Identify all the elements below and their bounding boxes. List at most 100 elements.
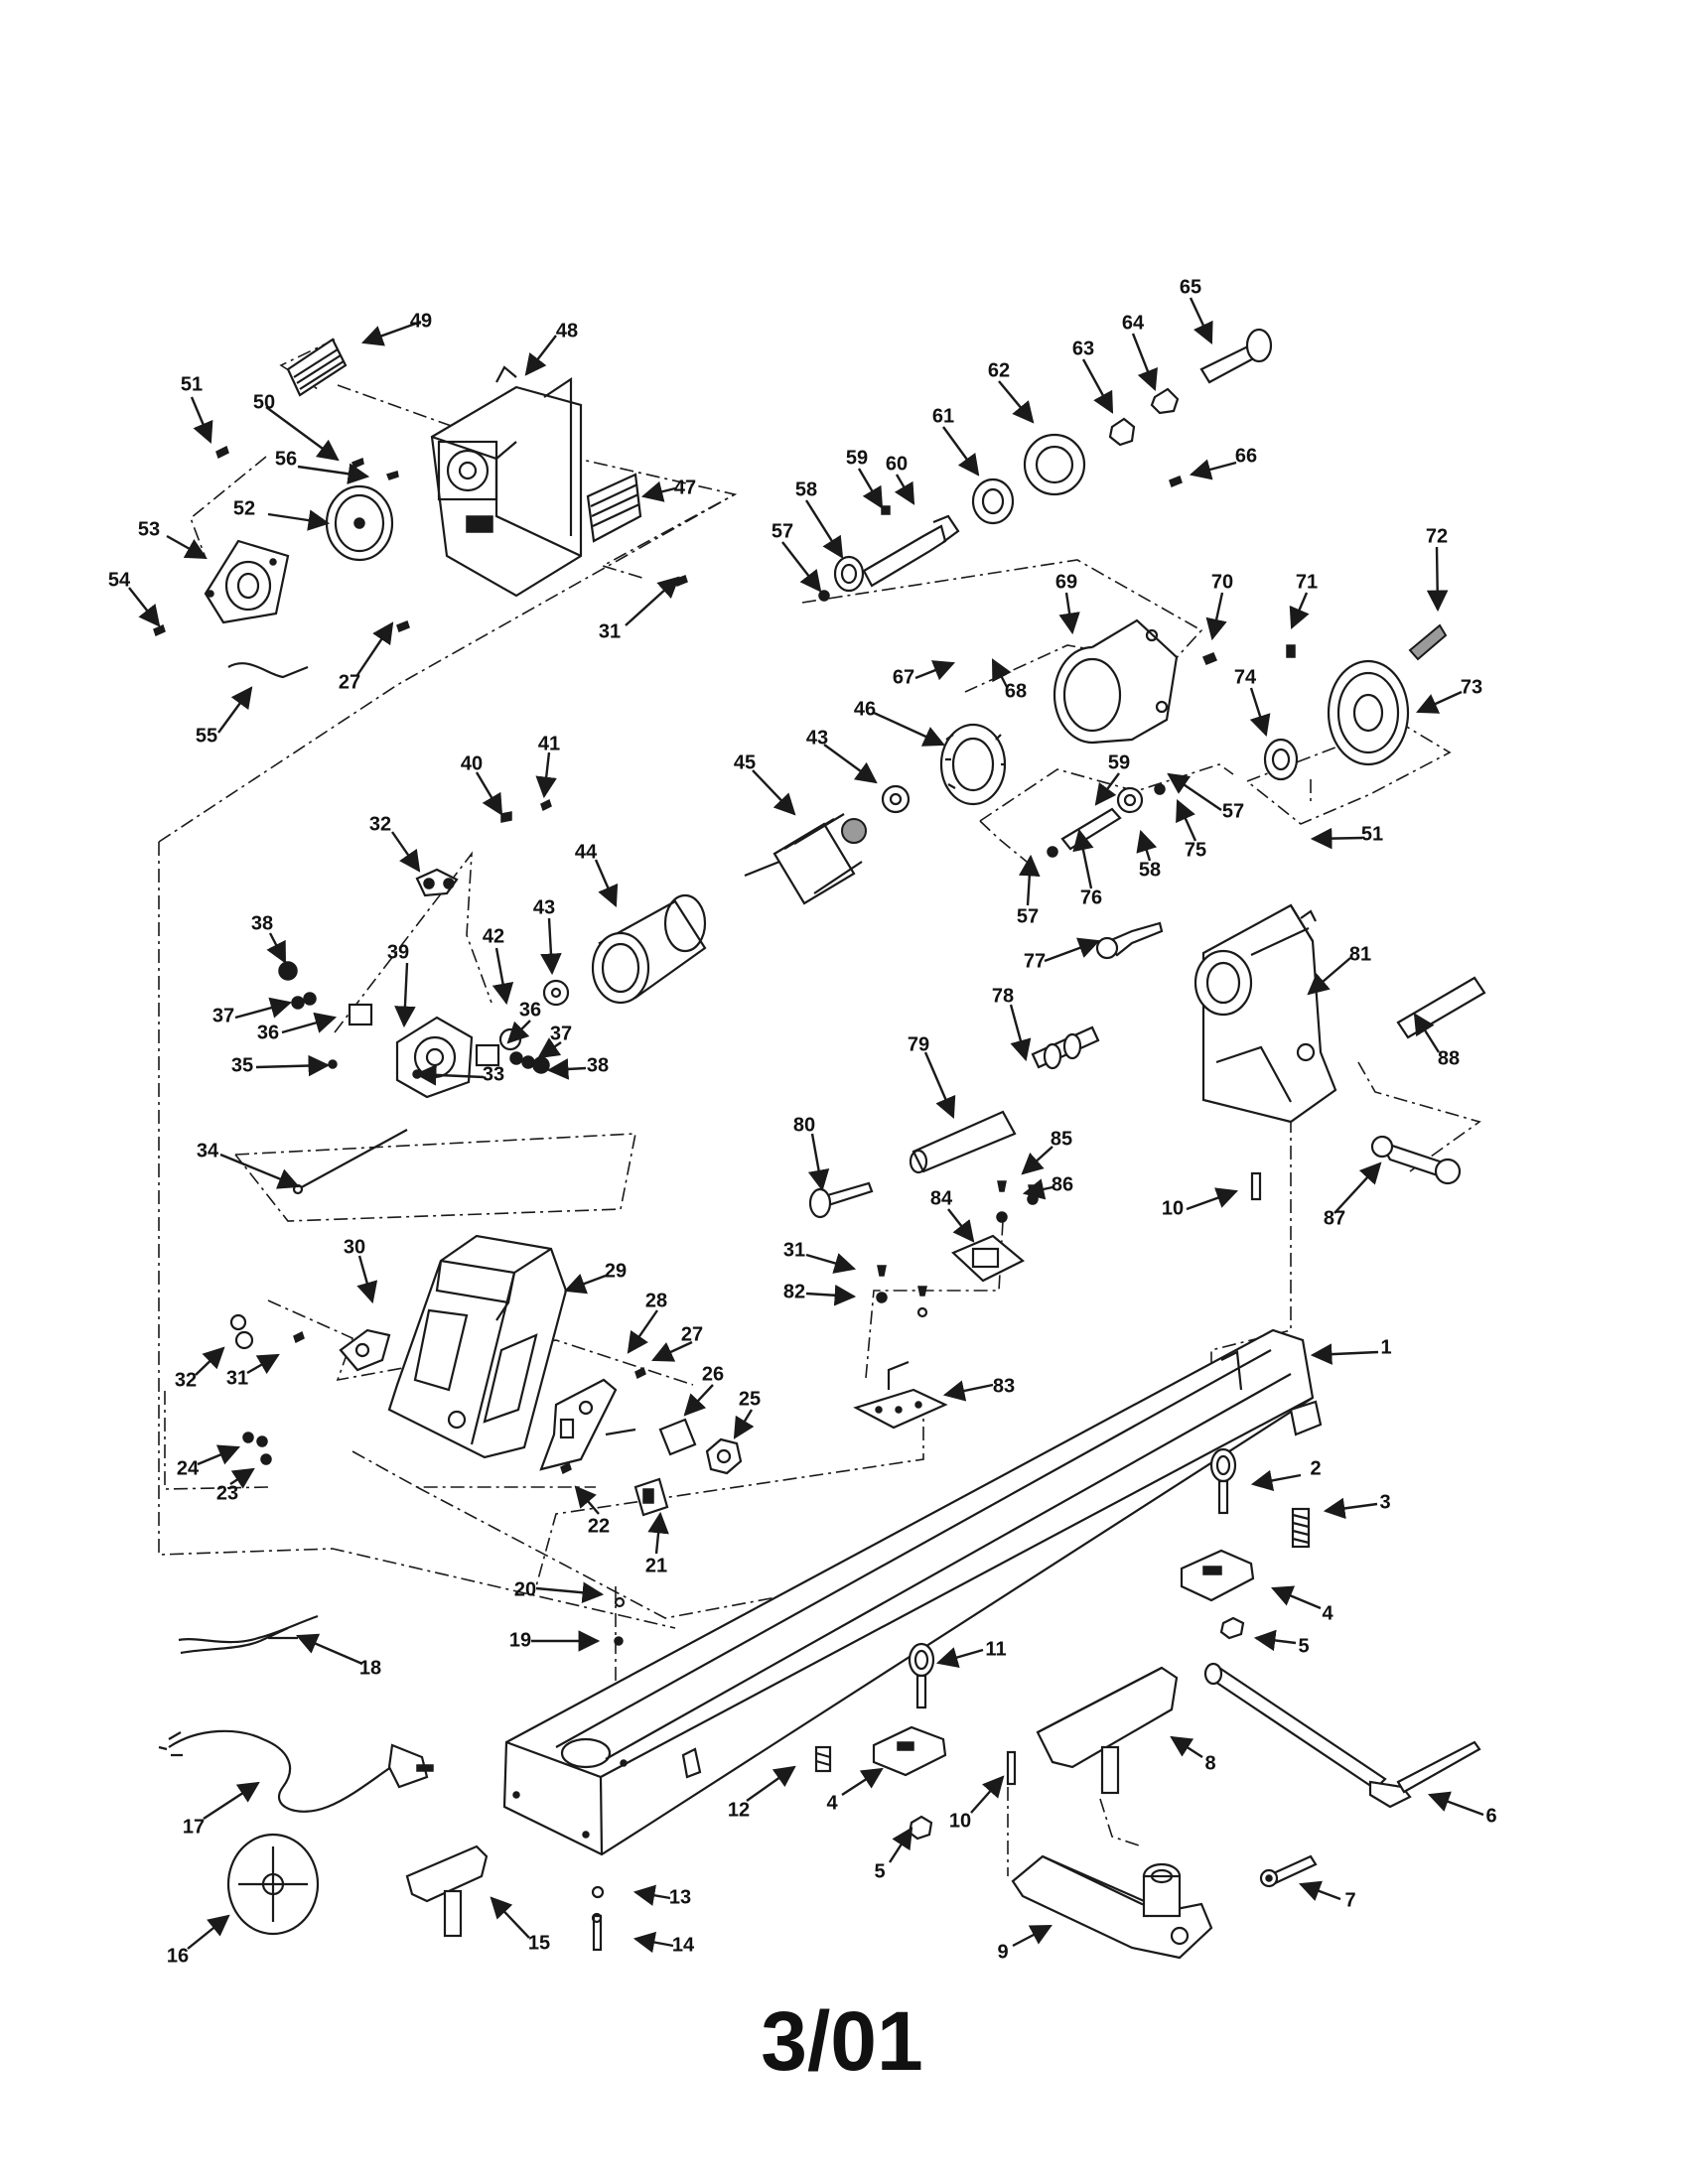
switch-plate-28: [539, 1378, 618, 1471]
callout-arrow: [683, 1384, 714, 1417]
callout-arrow: [804, 499, 844, 559]
callout-arrow: [1072, 828, 1094, 889]
callout-arrow: [391, 831, 421, 873]
motor-housing-44: [591, 893, 707, 1005]
eye-bolt-2: [1209, 1447, 1237, 1515]
callout-arrow: [942, 426, 980, 477]
callout-label: 47: [674, 477, 696, 498]
callout-label: 52: [233, 497, 255, 519]
screw-19: [614, 1636, 624, 1646]
callout-label: 14: [672, 1934, 695, 1956]
callout-arrow: [128, 587, 161, 627]
callout-label: 81: [1349, 943, 1371, 965]
callout-label: 4: [1322, 1602, 1333, 1624]
callout-arrow: [805, 1253, 857, 1274]
callout-arrow: [632, 1884, 671, 1906]
callout-arrow: [1250, 1469, 1302, 1492]
callout-arrow: [1310, 1343, 1379, 1365]
callout-arrow: [935, 1647, 984, 1668]
callout-label: 74: [1234, 666, 1257, 688]
callout-label: 82: [783, 1281, 805, 1302]
callout-label: 55: [196, 725, 217, 747]
callout-arrow: [1022, 1178, 1053, 1200]
callout-arrow: [823, 744, 878, 784]
washer-13: [591, 1885, 605, 1899]
callout-arrow: [1310, 827, 1363, 850]
callout-arrow: [888, 1827, 913, 1863]
callout-label: 35: [231, 1054, 253, 1076]
callout-label: 60: [886, 453, 908, 475]
callout-label: 24: [177, 1457, 200, 1479]
callout-arrow: [356, 621, 394, 676]
callout-label: 12: [728, 1799, 750, 1821]
callout-label: 68: [1005, 680, 1027, 702]
callout-arrow: [197, 1444, 240, 1466]
callout-arrow: [475, 771, 503, 816]
callout-label: 38: [587, 1054, 609, 1076]
vent-plate-47: [586, 473, 642, 543]
callout-arrow: [266, 932, 287, 964]
callout-label: 58: [1139, 859, 1161, 881]
callout-arrow: [281, 1012, 338, 1034]
callout-arrow: [1167, 772, 1222, 811]
callout-arrow: [1044, 937, 1101, 963]
callout-arrow: [1189, 297, 1213, 344]
callout-label: 18: [359, 1657, 381, 1679]
knob-25: [705, 1437, 743, 1475]
clamp-plate-4-right: [1180, 1549, 1255, 1602]
bearing-43-upper: [881, 784, 911, 814]
callout-label: 13: [669, 1886, 691, 1908]
callout-arrow: [535, 1581, 605, 1603]
callout-arrow: [1019, 854, 1041, 906]
callout-label: 67: [893, 666, 914, 688]
callout-label: 75: [1185, 839, 1206, 861]
callout-label: 58: [795, 478, 817, 500]
callout-arrow: [491, 947, 514, 1006]
callout-arrow: [296, 1633, 363, 1666]
callout-arrow: [857, 468, 884, 509]
spring-12: [814, 1745, 832, 1773]
callout-arrow: [1271, 1585, 1322, 1610]
callout-label: 3: [1379, 1491, 1390, 1513]
callout-label: 5: [874, 1860, 885, 1882]
callout-label: 15: [528, 1932, 550, 1954]
ram-88: [1396, 976, 1486, 1039]
callout-arrow: [414, 1064, 485, 1086]
callout-label: 22: [588, 1515, 610, 1537]
switch-fasteners: [876, 1180, 1039, 1318]
callout-label: 25: [739, 1388, 761, 1410]
tailstock-81: [1193, 903, 1337, 1124]
callout-arrow: [524, 335, 557, 376]
callout-arrow: [647, 1511, 669, 1555]
callout-arrow: [535, 751, 557, 799]
power-cord-17: [158, 1729, 434, 1813]
callout-label: 23: [216, 1482, 238, 1504]
wire-55: [227, 662, 309, 679]
callout-arrow: [998, 380, 1035, 424]
callout-arrow: [1333, 1161, 1382, 1214]
callout-label: 29: [605, 1260, 627, 1282]
bolt-80: [808, 1181, 874, 1219]
callout-label: 10: [949, 1810, 971, 1832]
callout-arrow: [807, 1133, 830, 1192]
callout-label: 77: [1024, 950, 1046, 972]
clamp-plate-4-left: [872, 1725, 947, 1777]
callout-label: 79: [908, 1033, 929, 1055]
spindle-group: [818, 328, 1273, 602]
switch-84: [951, 1234, 1025, 1283]
callout-label: 21: [645, 1555, 667, 1576]
callout-arrow: [394, 962, 416, 1028]
callout-arrow: [219, 1153, 300, 1189]
callout-arrow: [195, 1346, 225, 1376]
spring-3: [1291, 1507, 1311, 1549]
callout-label: 10: [1162, 1197, 1184, 1219]
lock-handle-87: [1370, 1135, 1462, 1185]
callout-label: 17: [183, 1816, 205, 1838]
callout-arrow: [1009, 1004, 1032, 1062]
callout-arrow: [1307, 957, 1351, 996]
callout-arrow: [594, 859, 619, 907]
callout-label: 2: [1310, 1457, 1321, 1479]
callout-label: 54: [108, 569, 131, 591]
